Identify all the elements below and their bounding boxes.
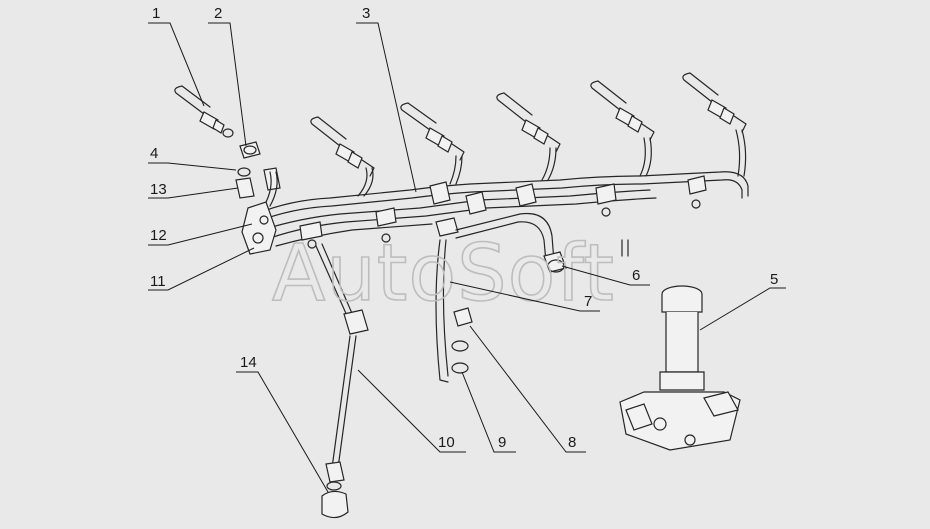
fitting-2 (239, 141, 261, 159)
injector-2 (310, 116, 375, 177)
injector-6 (682, 72, 747, 133)
callout-3: 3 (362, 5, 370, 22)
callout-8: 8 (568, 434, 576, 451)
callout-12: 12 (150, 227, 167, 244)
fittings-left (235, 141, 281, 199)
left-bracket (241, 201, 277, 255)
bolt-8 (453, 307, 473, 327)
hand-pump (619, 285, 741, 451)
callout-1: 1 (152, 5, 160, 22)
watermark: AutoSoft (272, 229, 615, 319)
clamp-1 (299, 221, 323, 241)
clamp-3 (595, 183, 617, 205)
feed-pipe (315, 243, 369, 519)
callout-14: 14 (240, 354, 257, 371)
washer-4 (237, 167, 251, 177)
injector-5 (590, 80, 655, 141)
washer-9 (451, 362, 469, 374)
callout-4: 4 (150, 145, 158, 162)
callout-11: 11 (150, 273, 166, 290)
callout-2: 2 (214, 5, 222, 22)
callout-labels: 1 2 3 4 13 12 11 5 6 7 14 10 9 8 (150, 5, 778, 451)
injector-4 (496, 92, 561, 153)
drain-line (435, 239, 473, 383)
callout-5: 5 (770, 271, 778, 288)
washer-9a (451, 340, 469, 352)
tee-3 (429, 181, 451, 205)
tee-fitting-10 (343, 309, 369, 335)
leader-lines (148, 22, 786, 493)
callout-9: 9 (498, 434, 506, 451)
injector-1 (174, 85, 234, 138)
fitting-13 (235, 177, 255, 199)
injector-3 (400, 102, 465, 161)
clamp-4 (687, 175, 707, 195)
fitting-14 (321, 490, 349, 519)
callout-10: 10 (438, 434, 455, 451)
callout-13: 13 (150, 181, 167, 198)
return-line (455, 212, 629, 273)
injectors (174, 72, 747, 177)
fuel-line-harness (255, 129, 749, 249)
callout-6: 6 (632, 267, 640, 284)
clamp-2 (375, 207, 397, 227)
callout-7: 7 (584, 293, 592, 310)
